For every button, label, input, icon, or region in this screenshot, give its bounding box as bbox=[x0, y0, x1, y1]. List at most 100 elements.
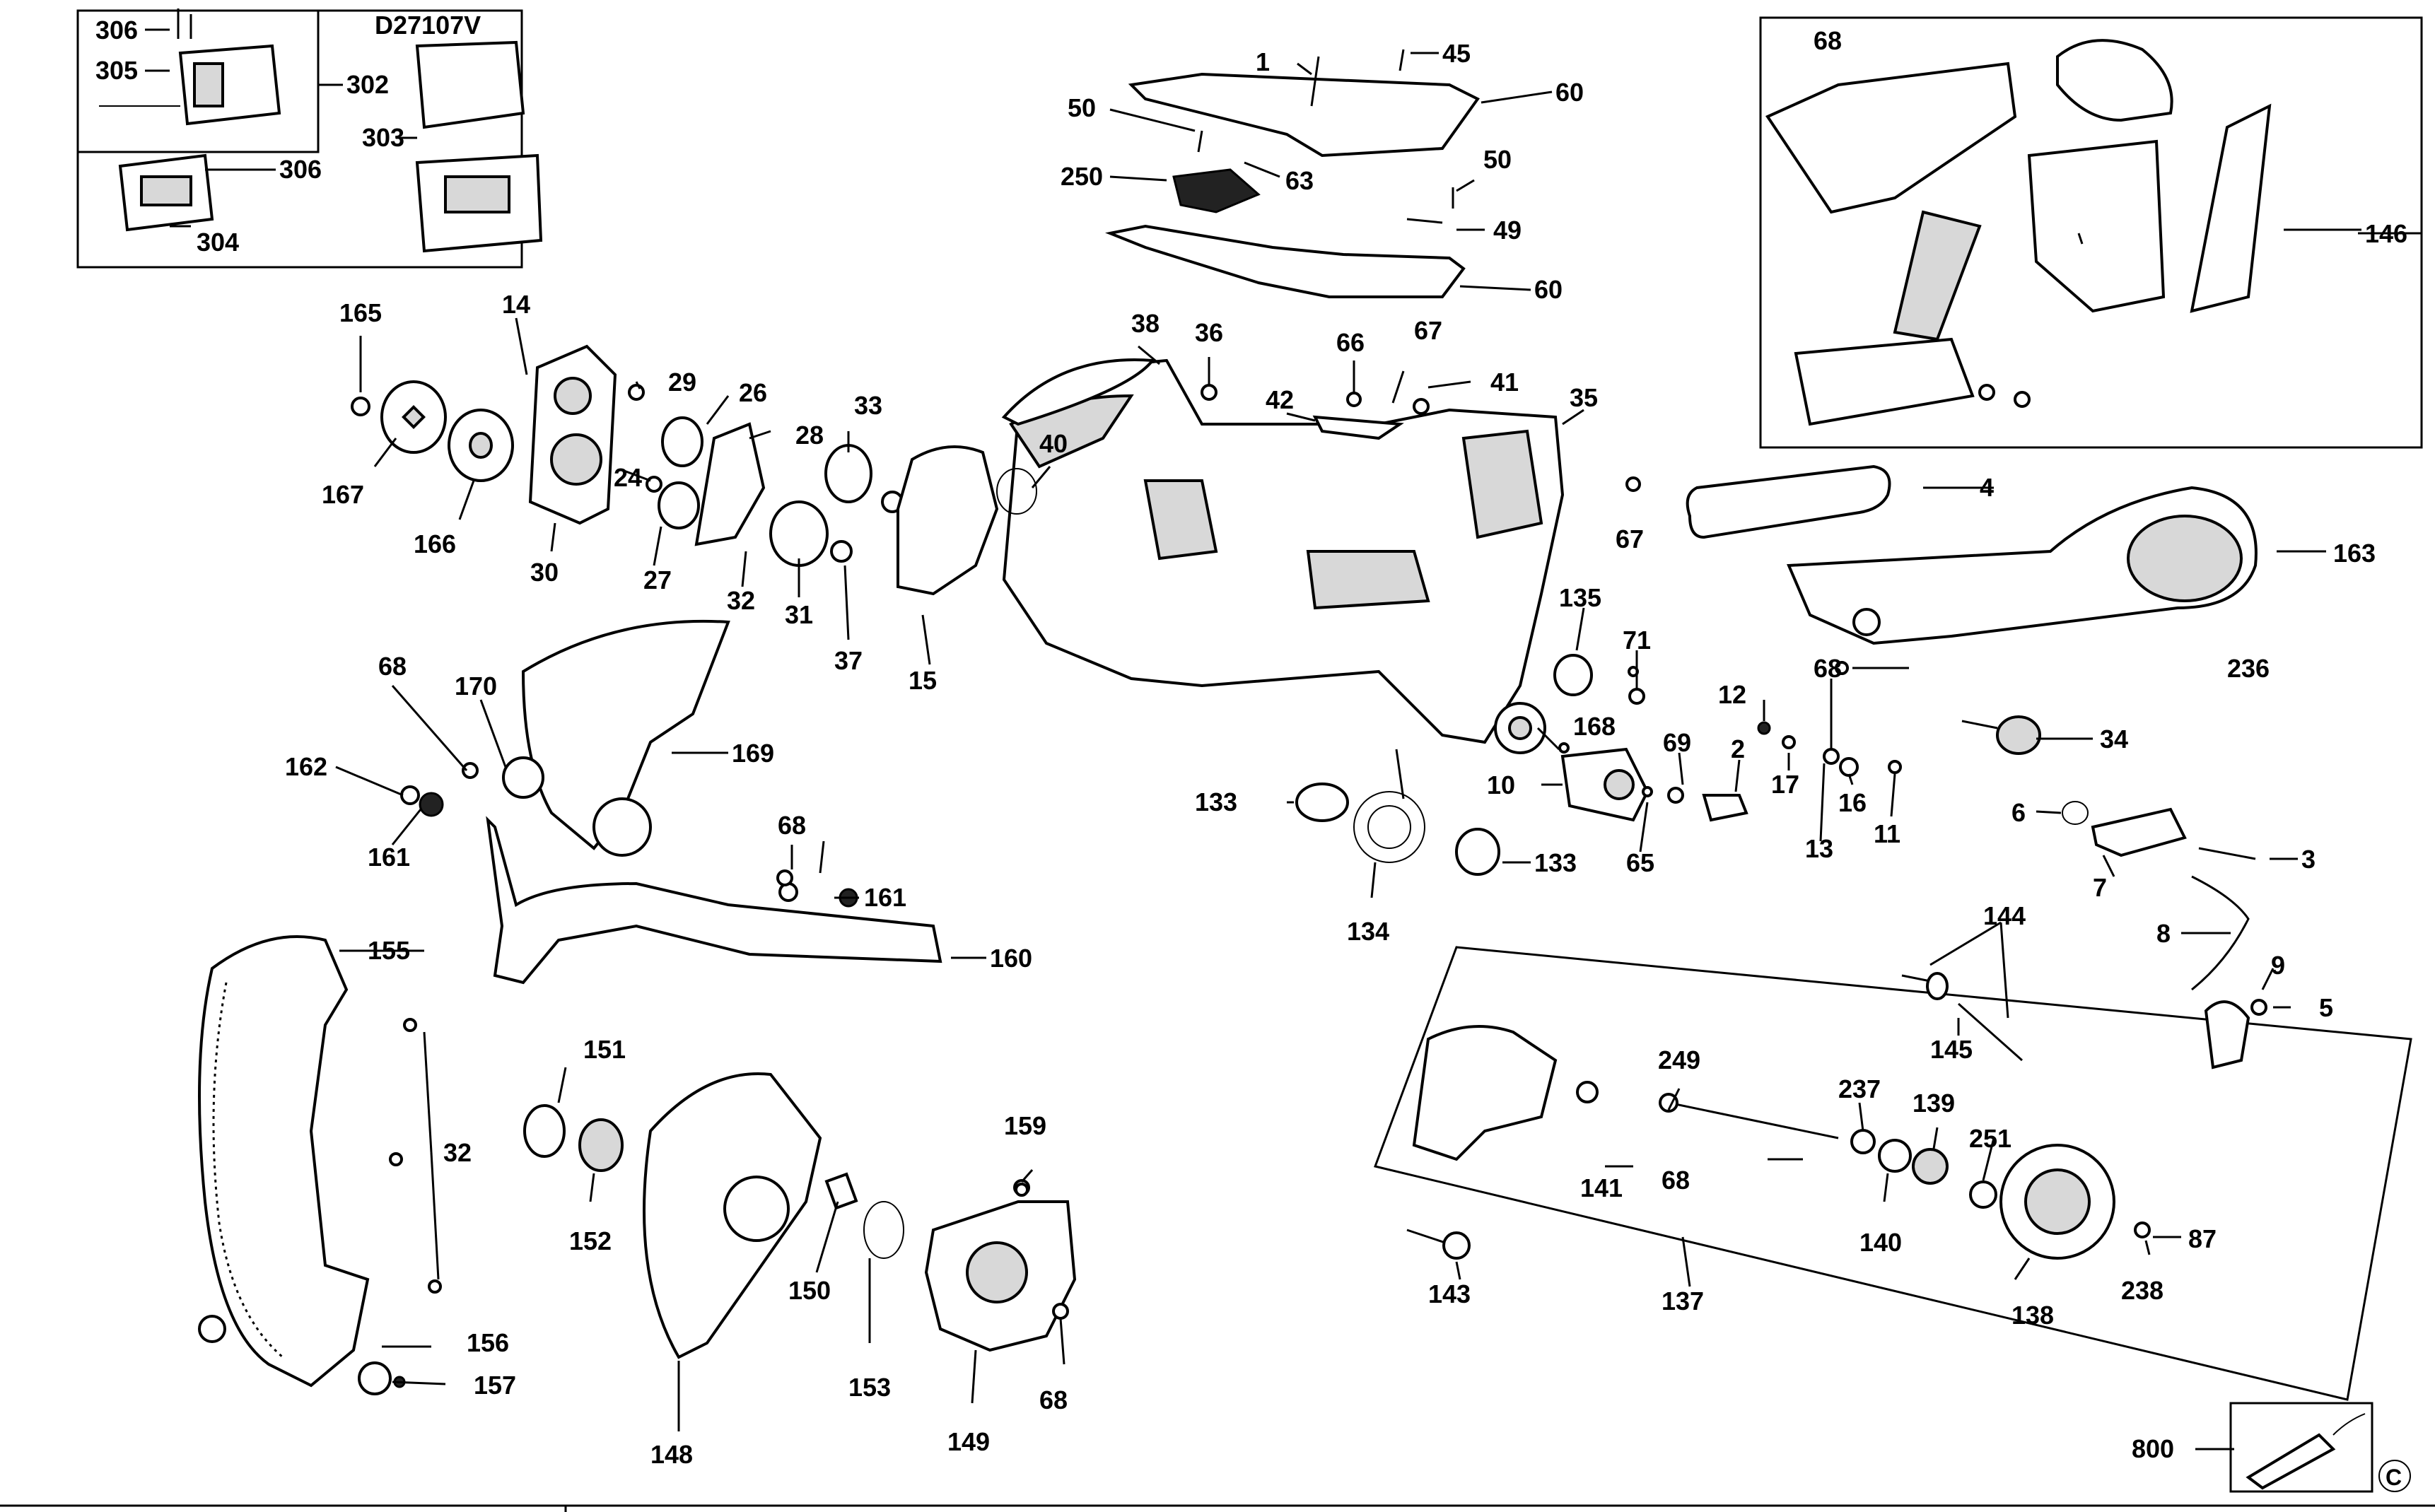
part-label-251: 251 bbox=[1969, 1124, 2011, 1153]
part-label-14: 14 bbox=[502, 290, 530, 319]
part-label-238: 238 bbox=[2121, 1276, 2164, 1305]
part-label-153: 153 bbox=[848, 1373, 891, 1402]
part-label-305: 305 bbox=[95, 56, 138, 85]
part-label-68: 68 bbox=[1662, 1166, 1690, 1195]
part-label-38: 38 bbox=[1131, 309, 1160, 338]
part-label-2: 2 bbox=[1731, 734, 1745, 763]
part-label-16: 16 bbox=[1838, 788, 1867, 817]
part-label-37: 37 bbox=[834, 646, 863, 675]
copyright-mark: C bbox=[2386, 1465, 2402, 1490]
part-label-141: 141 bbox=[1580, 1173, 1623, 1202]
part-label-1: 1 bbox=[1256, 47, 1270, 76]
part-label-69: 69 bbox=[1663, 728, 1691, 757]
part-label-249: 249 bbox=[1658, 1045, 1700, 1074]
part-label-161: 161 bbox=[368, 843, 410, 872]
part-label-159: 159 bbox=[1004, 1111, 1046, 1140]
part-label-41: 41 bbox=[1490, 368, 1519, 397]
part-label-60: 60 bbox=[1534, 275, 1563, 304]
part-label-63: 63 bbox=[1285, 166, 1314, 195]
part-label-71: 71 bbox=[1623, 626, 1651, 655]
part-label-134: 134 bbox=[1347, 917, 1389, 946]
part-label-146: 146 bbox=[2365, 219, 2407, 248]
part-label-36: 36 bbox=[1195, 318, 1223, 347]
part-label-33: 33 bbox=[854, 391, 882, 420]
part-label-67: 67 bbox=[1414, 316, 1442, 345]
part-label-162: 162 bbox=[285, 752, 327, 781]
part-label-50: 50 bbox=[1483, 145, 1512, 174]
part-label-157: 157 bbox=[474, 1371, 516, 1400]
shaft-assembly-box bbox=[1374, 946, 2412, 1401]
part-label-15: 15 bbox=[909, 666, 937, 695]
part-label-139: 139 bbox=[1913, 1089, 1955, 1118]
part-label-303: 303 bbox=[362, 123, 404, 152]
part-label-50: 50 bbox=[1068, 93, 1096, 122]
part-label-133: 133 bbox=[1534, 848, 1577, 877]
part-label-304: 304 bbox=[197, 228, 239, 257]
part-label-45: 45 bbox=[1442, 39, 1471, 68]
part-label-143: 143 bbox=[1428, 1279, 1471, 1308]
part-label-7: 7 bbox=[2093, 873, 2107, 902]
part-label-68: 68 bbox=[1814, 654, 1842, 683]
part-label-237: 237 bbox=[1838, 1074, 1881, 1103]
part-label-60: 60 bbox=[1555, 78, 1584, 107]
part-label-140: 140 bbox=[1859, 1228, 1902, 1257]
part-label-155: 155 bbox=[368, 936, 410, 965]
part-label-161: 161 bbox=[864, 883, 906, 912]
battery-kit-box bbox=[76, 8, 543, 269]
part-label-3: 3 bbox=[2301, 845, 2316, 874]
part-label-167: 167 bbox=[322, 480, 364, 509]
part-label-150: 150 bbox=[788, 1276, 831, 1305]
part-label-67: 67 bbox=[1616, 524, 1644, 553]
part-label-17: 17 bbox=[1771, 770, 1799, 799]
part-label-12: 12 bbox=[1718, 680, 1746, 709]
part-label-27: 27 bbox=[643, 565, 672, 594]
part-label-5: 5 bbox=[2319, 993, 2333, 1022]
part-label-148: 148 bbox=[650, 1440, 693, 1469]
part-label-169: 169 bbox=[732, 739, 774, 768]
part-label-163: 163 bbox=[2333, 539, 2376, 568]
part-number-labels: D27107V 306 305 302 303 306 304 1 45 60 … bbox=[95, 11, 2407, 1490]
part-label-151: 151 bbox=[583, 1035, 626, 1064]
part-label-68: 68 bbox=[1814, 26, 1842, 55]
drawn-parts bbox=[198, 49, 2411, 1493]
part-label-306: 306 bbox=[279, 155, 322, 184]
part-label-28: 28 bbox=[795, 421, 824, 450]
part-label-68: 68 bbox=[1039, 1385, 1068, 1414]
part-label-10: 10 bbox=[1487, 770, 1515, 799]
part-label-6: 6 bbox=[2011, 798, 2026, 827]
part-label-302: 302 bbox=[346, 70, 389, 99]
part-label-68: 68 bbox=[778, 811, 806, 840]
part-label-24: 24 bbox=[614, 463, 642, 492]
part-label-152: 152 bbox=[569, 1226, 612, 1255]
part-label-145: 145 bbox=[1930, 1035, 1973, 1064]
part-label-168: 168 bbox=[1573, 712, 1616, 741]
part-label-65: 65 bbox=[1626, 848, 1654, 877]
part-label-11: 11 bbox=[1874, 819, 1900, 848]
part-label-149: 149 bbox=[947, 1427, 990, 1456]
part-label-30: 30 bbox=[530, 558, 559, 587]
part-label-87: 87 bbox=[2188, 1224, 2217, 1253]
part-label-40: 40 bbox=[1039, 429, 1068, 458]
part-label-4: 4 bbox=[1980, 473, 1994, 502]
part-label-32: 32 bbox=[443, 1138, 472, 1167]
part-label-137: 137 bbox=[1662, 1287, 1704, 1315]
part-label-8: 8 bbox=[2156, 919, 2171, 948]
part-label-166: 166 bbox=[414, 529, 456, 558]
part-label-306: 306 bbox=[95, 16, 138, 45]
part-label-144: 144 bbox=[1983, 901, 2026, 930]
part-label-49: 49 bbox=[1493, 216, 1522, 245]
part-label-34: 34 bbox=[2100, 725, 2128, 754]
part-label-236: 236 bbox=[2227, 654, 2270, 683]
part-label-156: 156 bbox=[467, 1328, 509, 1357]
frame-lines bbox=[0, 1504, 2435, 1512]
dust-kit-box bbox=[1759, 16, 2423, 449]
part-label-9: 9 bbox=[2271, 951, 2285, 980]
part-label-170: 170 bbox=[455, 672, 497, 701]
kit-model-label: D27107V bbox=[375, 11, 481, 40]
part-label-138: 138 bbox=[2011, 1301, 2054, 1330]
part-label-68: 68 bbox=[378, 652, 407, 681]
part-label-160: 160 bbox=[990, 944, 1032, 973]
part-label-13: 13 bbox=[1805, 834, 1833, 863]
part-label-42: 42 bbox=[1266, 385, 1294, 414]
part-label-35: 35 bbox=[1570, 383, 1598, 412]
